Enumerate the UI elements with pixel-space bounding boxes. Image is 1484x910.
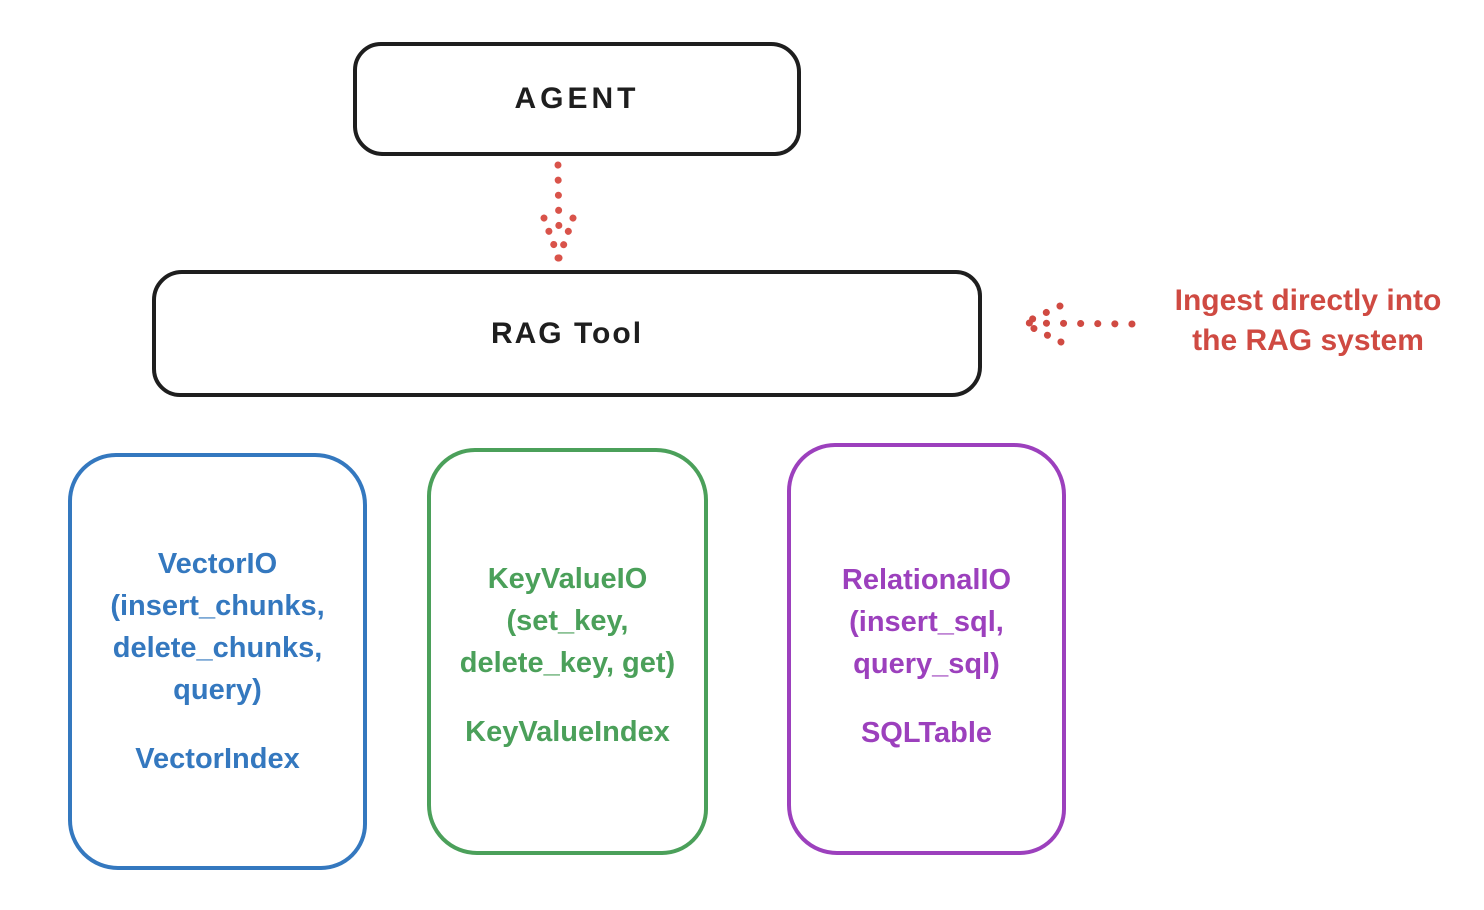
keyvalue-io-node: KeyValueIO (set_key, delete_key, get) Ke… (427, 448, 708, 855)
rag-tool-node: RAG Tool (152, 270, 982, 397)
keyvalue-io-methods: KeyValueIO (set_key, delete_key, get) (460, 558, 675, 684)
vector-index-label: VectorIndex (135, 743, 300, 775)
io-line: query_sql) (853, 648, 1000, 680)
sql-table-label: SQLTable (860, 717, 993, 749)
io-line: delete_chunks, (112, 632, 323, 664)
relational-io-node: RelationalIO (insert_sql, query_sql) SQL… (787, 443, 1066, 855)
agent-node-label: AGENT (514, 82, 640, 115)
rag-tool-node-label: RAG Tool (490, 316, 644, 350)
vector-io-node: VectorIO (insert_chunks, delete_chunks, … (68, 453, 367, 870)
io-line: (insert_chunks, (110, 590, 325, 622)
keyvalue-index-label: KeyValueIndex (465, 716, 670, 748)
ingest-annotation-line2: the RAG system (1192, 324, 1424, 357)
vector-io-methods: VectorIO (insert_chunks, delete_chunks, … (110, 543, 324, 711)
io-line: RelationalIO (841, 564, 1012, 596)
io-line: VectorIO (157, 548, 278, 580)
ingest-annotation: Ingest directly into the RAG system (1138, 281, 1478, 361)
annotation-to-ragtool-arrow-icon (1020, 302, 1136, 346)
io-line: query) (173, 674, 262, 706)
agent-to-ragtool-arrow-icon (540, 161, 577, 263)
io-line: (insert_sql, (849, 606, 1004, 638)
ingest-annotation-line1: Ingest directly into (1174, 284, 1442, 317)
io-line: delete_key, get) (459, 647, 676, 679)
agent-node: AGENT (353, 42, 801, 156)
io-line: (set_key, (506, 605, 629, 637)
io-line: KeyValueIO (487, 563, 648, 595)
relational-io-methods: RelationalIO (insert_sql, query_sql) (842, 559, 1011, 685)
